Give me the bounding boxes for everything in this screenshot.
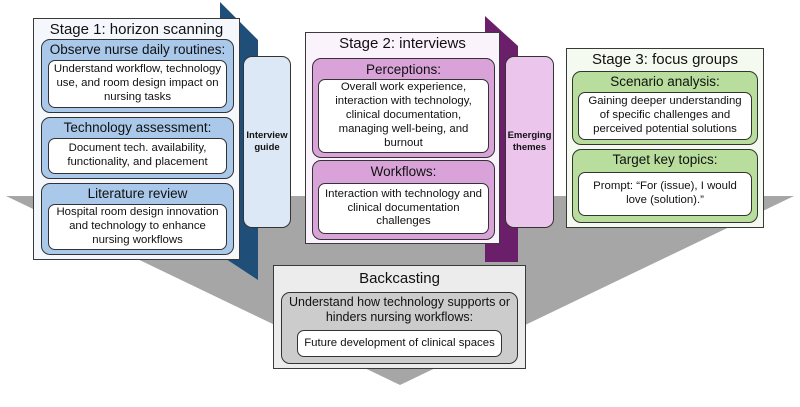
stage1-card-technology: Technology assessment: Document tech. av… — [41, 117, 234, 179]
stage1-card-literature-detail: Hospital room design innovation and tech… — [48, 204, 227, 250]
stage3-panel: Stage 3: focus groups Scenario analysis:… — [566, 48, 764, 228]
stage3-card-target-title: Target key topics: — [612, 152, 718, 167]
stage3-card-target: Target key topics: Prompt: “For (issue),… — [572, 149, 758, 223]
stage1-title: Stage 1: horizon scanning — [49, 21, 224, 38]
stage1-card-technology-title: Technology assessment: — [63, 120, 212, 135]
stage2-card-perceptions: Perceptions: Overall work experience, in… — [312, 58, 495, 158]
stage2-card-perceptions-title: Perceptions: — [365, 62, 442, 77]
emerging-themes-connector: Emerging themes — [505, 56, 554, 228]
stage3-card-scenario-detail: Gaining deeper understanding of specific… — [578, 92, 752, 140]
stage3-card-scenario: Scenario analysis: Gaining deeper unders… — [572, 71, 758, 145]
stage2-title: Stage 2: interviews — [339, 35, 466, 52]
backcasting-card: Understand how technology supports or hi… — [281, 292, 518, 364]
backcasting-card-title: Understand how technology supports or hi… — [289, 295, 510, 324]
stage2-card-workflows: Workflows: Interaction with technology a… — [312, 160, 495, 240]
interview-guide-connector: Interview guide — [243, 56, 291, 228]
stage2-card-workflows-detail: Interaction with technology and clinical… — [318, 183, 489, 234]
stage1-card-observe-title: Observe nurse daily routines: — [49, 42, 226, 57]
stage1-panel: Stage 1: horizon scanning Observe nurse … — [33, 18, 240, 260]
stage1-card-observe-detail: Understand workflow, technology use, and… — [48, 60, 227, 108]
stage1-card-literature: Literature review Hospital room design i… — [41, 183, 234, 255]
backcasting-card-detail: Future development of clinical spaces — [297, 330, 502, 357]
stage1-card-observe: Observe nurse daily routines: Understand… — [41, 39, 234, 113]
backcasting-title: Backcasting — [359, 270, 440, 287]
stage3-card-target-detail: Prompt: “For (issue), I would love (solu… — [578, 172, 752, 216]
stage2-card-perceptions-detail: Overall work experience, interaction wit… — [318, 79, 489, 153]
stage2-panel: Stage 2: interviews Perceptions: Overall… — [305, 32, 500, 244]
stage3-card-scenario-title: Scenario analysis: — [610, 74, 720, 89]
stage2-card-workflows-title: Workflows: — [370, 164, 437, 179]
stage1-card-literature-title: Literature review — [87, 186, 188, 201]
backcasting-panel: Backcasting Understand how technology su… — [273, 265, 526, 369]
stage1-card-technology-detail: Document tech. availability, functionali… — [48, 138, 227, 174]
stage3-title: Stage 3: focus groups — [592, 51, 738, 68]
